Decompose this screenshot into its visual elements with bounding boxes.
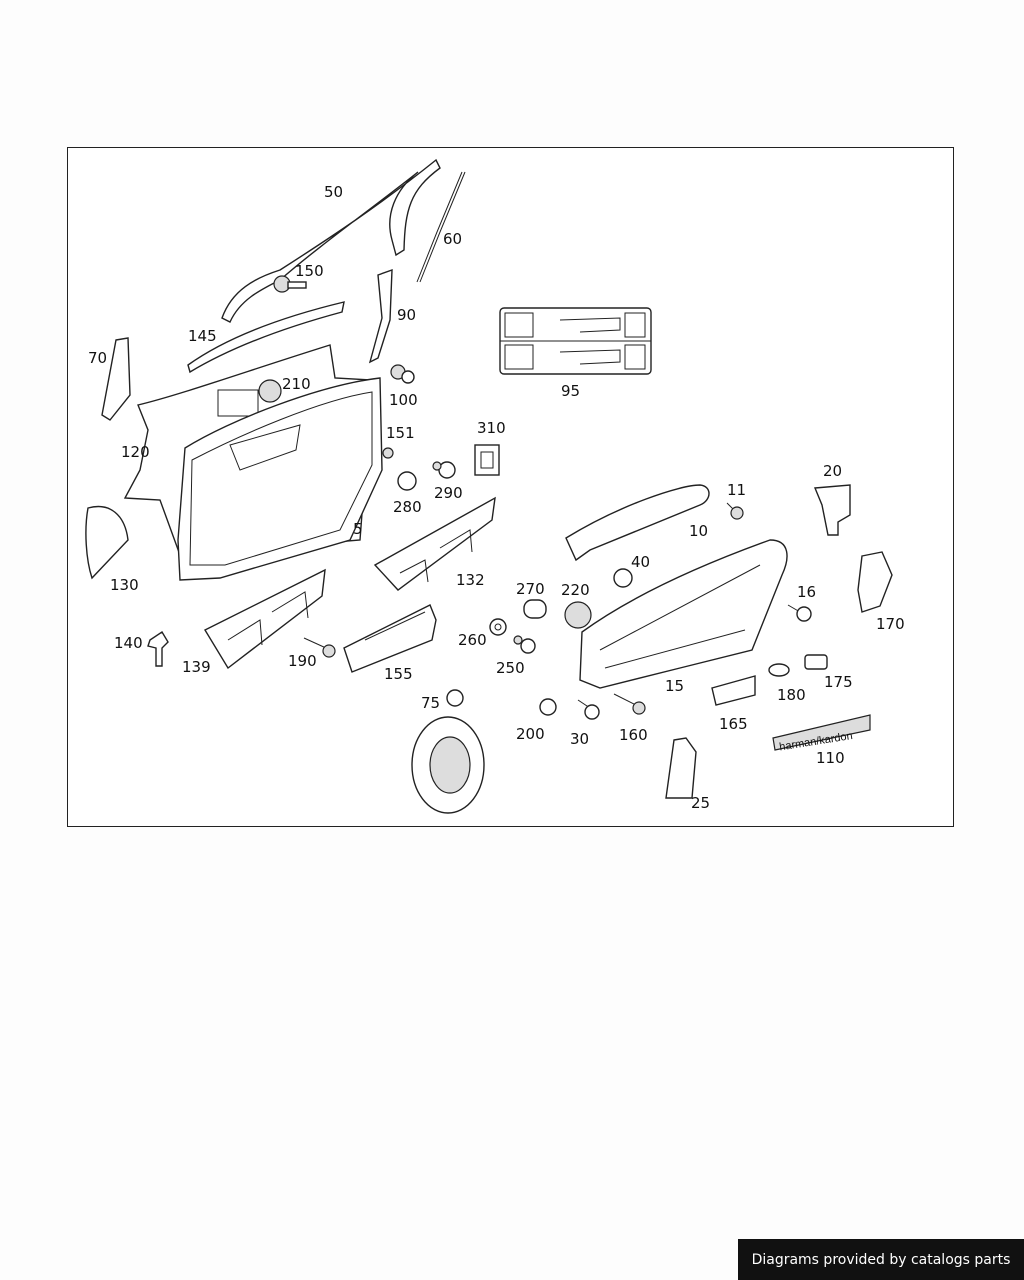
callout-11: 11 xyxy=(727,481,746,499)
callout-110: 110 xyxy=(816,749,845,767)
part-100-clip[interactable] xyxy=(390,364,415,384)
callout-95: 95 xyxy=(561,382,580,400)
callout-90: 90 xyxy=(397,306,416,324)
part-151-screw[interactable] xyxy=(382,447,394,459)
part-75-speaker[interactable] xyxy=(411,689,485,814)
part-165-lamp[interactable] xyxy=(711,675,756,706)
callout-132: 132 xyxy=(456,571,485,589)
part-310-switch[interactable] xyxy=(474,444,500,476)
part-190-screw[interactable] xyxy=(303,637,336,658)
part-5-door-trim[interactable] xyxy=(177,377,383,581)
footer-text: Diagrams provided by catalogs parts xyxy=(751,1251,1011,1268)
callout-120: 120 xyxy=(121,443,150,461)
part-260-washer[interactable] xyxy=(489,618,507,636)
part-280-plug[interactable] xyxy=(397,471,417,491)
callout-50: 50 xyxy=(324,183,343,201)
callout-180: 180 xyxy=(777,686,806,704)
callout-155: 155 xyxy=(384,665,413,683)
callout-280: 280 xyxy=(393,498,422,516)
callout-70: 70 xyxy=(88,349,107,367)
callout-130: 130 xyxy=(110,576,139,594)
callout-75: 75 xyxy=(421,694,440,712)
part-70-cover[interactable] xyxy=(101,337,131,421)
part-139-switch-panel[interactable] xyxy=(204,568,326,670)
callout-labels: 50 60 150 90 145 70 210 100 95 120 151 3… xyxy=(88,183,905,812)
callout-200: 200 xyxy=(516,725,545,743)
part-155-armrest-cover[interactable] xyxy=(343,604,437,673)
part-110-badge[interactable]: harman/kardon xyxy=(772,714,871,753)
callout-30: 30 xyxy=(570,730,589,748)
callout-160: 160 xyxy=(619,726,648,744)
callout-139: 139 xyxy=(182,658,211,676)
part-132-switch-panel[interactable] xyxy=(373,496,496,591)
part-20-bracket[interactable] xyxy=(813,484,851,536)
part-200-nut[interactable] xyxy=(539,698,557,716)
part-11-screw[interactable] xyxy=(726,502,744,520)
callout-16: 16 xyxy=(797,583,816,601)
part-40-plug[interactable] xyxy=(613,568,633,588)
callout-100: 100 xyxy=(389,391,418,409)
callout-170: 170 xyxy=(876,615,905,633)
callout-210: 210 xyxy=(282,375,311,393)
callout-250: 250 xyxy=(496,659,525,677)
part-15-door-trim[interactable] xyxy=(579,539,788,689)
part-10-armrest[interactable] xyxy=(565,484,710,562)
part-145-trim-strip[interactable] xyxy=(187,301,345,374)
part-30-bolt[interactable] xyxy=(577,699,600,720)
part-140-clip[interactable] xyxy=(147,631,169,667)
part-180-bulb[interactable] xyxy=(768,663,790,677)
part-16-screw[interactable] xyxy=(787,604,812,622)
part-160-screw[interactable] xyxy=(613,693,646,715)
part-60-strip[interactable] xyxy=(416,171,466,283)
callout-25: 25 xyxy=(691,794,710,812)
callout-5: 5 xyxy=(353,520,363,538)
callout-270: 270 xyxy=(516,580,545,598)
callout-220: 220 xyxy=(561,581,590,599)
callout-60: 60 xyxy=(443,230,462,248)
callout-15: 15 xyxy=(665,677,684,695)
callout-190: 190 xyxy=(288,652,317,670)
part-150-bolt[interactable] xyxy=(273,275,307,293)
part-270-bushing[interactable] xyxy=(523,599,547,619)
callout-290: 290 xyxy=(434,484,463,502)
callout-151: 151 xyxy=(386,424,415,442)
part-90-bracket[interactable] xyxy=(368,268,393,364)
part-130-cover[interactable] xyxy=(85,505,129,580)
callout-10: 10 xyxy=(689,522,708,540)
part-175-bulb-socket[interactable] xyxy=(804,654,828,670)
callout-40: 40 xyxy=(631,553,650,571)
part-170-handle[interactable] xyxy=(857,551,893,613)
callout-175: 175 xyxy=(824,673,853,691)
part-95-label[interactable] xyxy=(499,307,652,375)
callout-20: 20 xyxy=(823,462,842,480)
part-220-speaker-grille[interactable] xyxy=(564,601,592,629)
callout-145: 145 xyxy=(188,327,217,345)
footer-banner: Diagrams provided by catalogs parts xyxy=(738,1239,1024,1280)
callout-310: 310 xyxy=(477,419,506,437)
part-250-clip[interactable] xyxy=(513,635,536,654)
callout-140: 140 xyxy=(114,634,143,652)
callout-165: 165 xyxy=(719,715,748,733)
part-25-insulation[interactable] xyxy=(665,737,697,799)
part-210-speaker-grille[interactable] xyxy=(258,379,282,403)
part-290-clip[interactable] xyxy=(432,461,456,479)
callout-150: 150 xyxy=(295,262,324,280)
callout-260: 260 xyxy=(458,631,487,649)
